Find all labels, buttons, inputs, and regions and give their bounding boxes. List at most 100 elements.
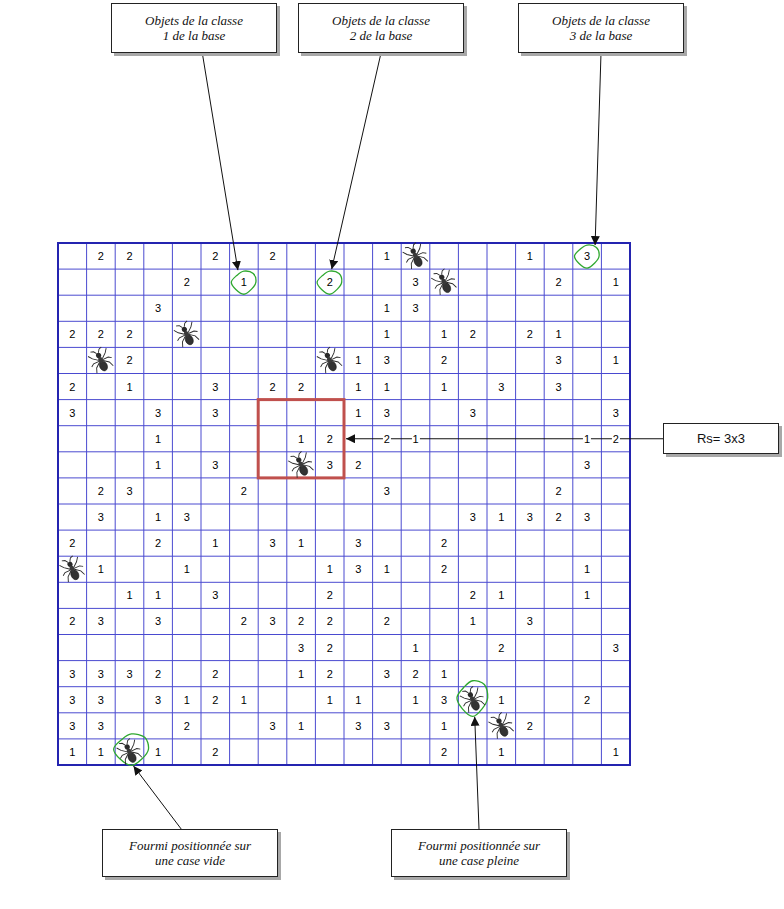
callout-box: Objets de la classe 1 de la base (111, 3, 277, 53)
highlight-blob (114, 734, 149, 766)
cell-number: 1 (554, 329, 562, 340)
ant-icon (114, 736, 144, 766)
highlight-blob (457, 681, 488, 717)
cell-number: 1 (354, 381, 362, 392)
callout-box: Rs= 3x3 (663, 423, 779, 454)
cell-number: 2 (469, 329, 477, 340)
ant-leg (462, 689, 468, 695)
ant-leg (62, 559, 68, 565)
cell-number: 3 (211, 407, 219, 418)
cell-number: 3 (383, 485, 391, 496)
cell-number: 2 (211, 668, 219, 679)
grid-line (58, 634, 630, 635)
ant-icon (458, 684, 488, 714)
cell-number: 2 (583, 694, 591, 705)
cell-number: 2 (469, 590, 477, 601)
grid (58, 243, 630, 765)
cell-number: 1 (411, 642, 419, 653)
cell-number: 2 (211, 694, 219, 705)
cell-number: 1 (354, 694, 362, 705)
neighbourhood-square (258, 400, 344, 478)
ant-icon (57, 554, 87, 584)
cell-number: 3 (411, 303, 419, 314)
ant-head (67, 561, 74, 568)
cell-number: 1 (154, 512, 162, 523)
cell-number: 3 (469, 512, 477, 523)
cell-number: 2 (497, 642, 505, 653)
callout-text: Rs= 3x3 (668, 431, 774, 446)
cell-number: 1 (383, 381, 391, 392)
cell-number: 2 (97, 251, 105, 262)
cell-number: 2 (211, 746, 219, 757)
ant-head (124, 744, 131, 751)
grid-line (58, 504, 630, 505)
ant-head (324, 352, 331, 359)
cell-number: 1 (526, 251, 534, 262)
grid-line (58, 556, 630, 557)
grid-line (58, 321, 630, 322)
ant-icon (315, 345, 345, 375)
cell-number: 3 (97, 720, 105, 731)
ant-leg (125, 739, 131, 745)
cell-number: 3 (268, 616, 276, 627)
cell-number: 3 (97, 668, 105, 679)
cell-number: 1 (383, 251, 391, 262)
grid-line (58, 686, 630, 687)
leader-arrow (202, 53, 238, 270)
cell-number: 2 (68, 381, 76, 392)
cell-number: 1 (68, 746, 76, 757)
cell-number: 1 (612, 277, 620, 288)
grid-line (58, 295, 630, 296)
cell-number: 1 (583, 433, 591, 444)
cell-number: 3 (154, 616, 162, 627)
cell-number: 2 (440, 746, 448, 757)
cell-number: 2 (97, 485, 105, 496)
cell-number: 3 (211, 381, 219, 392)
cell-number: 2 (125, 251, 133, 262)
cell-number: 3 (68, 694, 76, 705)
cell-number: 3 (354, 564, 362, 575)
cell-number: 1 (411, 433, 419, 444)
ant-head (95, 352, 102, 359)
cell-number: 2 (554, 277, 562, 288)
ant-icon (486, 710, 516, 740)
grid-border (58, 243, 630, 765)
cell-number: 3 (97, 694, 105, 705)
cell-number: 3 (583, 459, 591, 470)
cell-number: 1 (240, 277, 248, 288)
highlight-blob (574, 245, 599, 268)
cell-number: 3 (383, 407, 391, 418)
cell-number: 3 (154, 303, 162, 314)
ant-head (496, 717, 503, 724)
cell-number: 2 (526, 720, 534, 731)
cell-number: 1 (497, 694, 505, 705)
ant-head (467, 691, 474, 698)
cell-number: 1 (440, 668, 448, 679)
cell-number: 2 (440, 355, 448, 366)
cell-number: 2 (154, 668, 162, 679)
cell-number: 2 (125, 329, 133, 340)
ant-icon (86, 345, 116, 375)
callout-box: Fourmi positionnée sur une case pleine (391, 829, 567, 877)
callout-text: Fourmi positionnée sur une case vide (124, 838, 256, 868)
cell-number: 3 (612, 642, 620, 653)
cell-number: 2 (97, 329, 105, 340)
cell-number: 1 (497, 746, 505, 757)
leader-arrow (475, 717, 479, 829)
cell-number: 2 (554, 512, 562, 523)
ant-leg (97, 347, 103, 353)
cell-number: 1 (497, 512, 505, 523)
ant-head (181, 326, 188, 333)
cell-number: 3 (68, 668, 76, 679)
callout-text: Objets de la classe 1 de la base (142, 13, 246, 43)
grid-line (58, 582, 630, 583)
cell-number: 2 (440, 564, 448, 575)
cell-number: 3 (383, 355, 391, 366)
ant-leg (291, 454, 297, 460)
grid-line (58, 712, 630, 713)
ant-leg (491, 715, 497, 721)
cell-number: 3 (354, 720, 362, 731)
ant-icon (172, 319, 202, 349)
